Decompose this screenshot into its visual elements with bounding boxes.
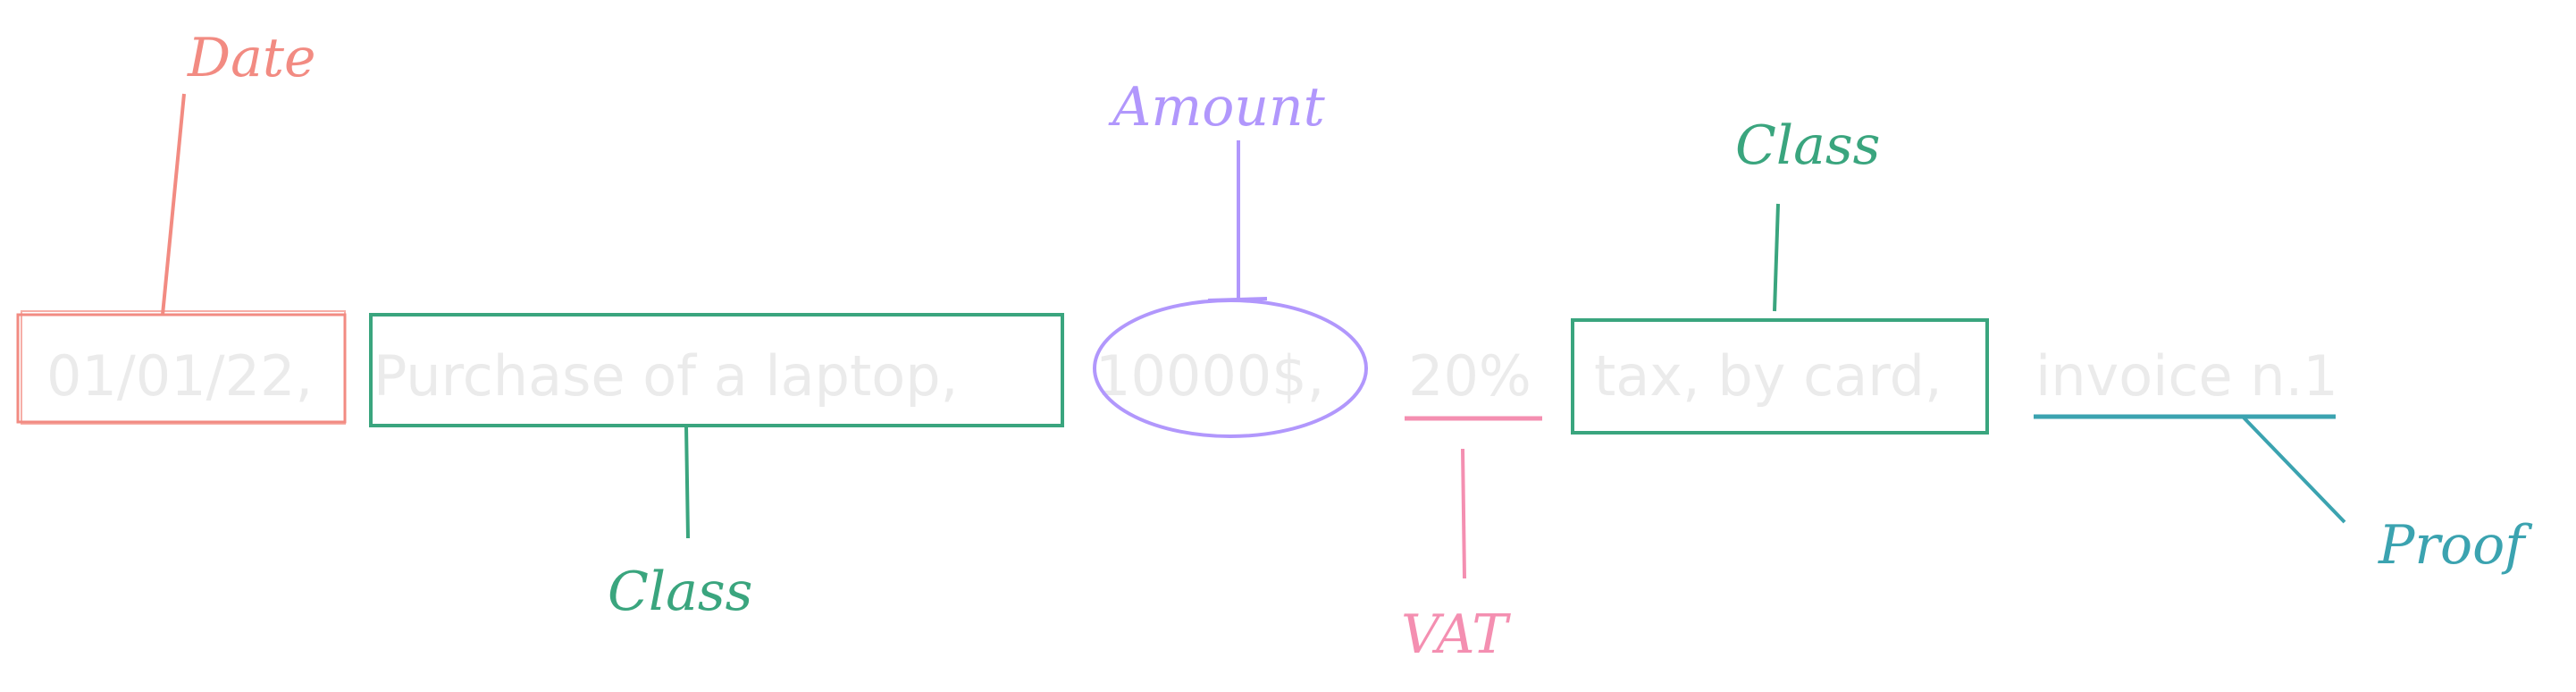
description-leader-line <box>684 425 690 539</box>
proof-annotation: Proof <box>2034 414 2533 577</box>
token-description: Purchase of a laptop, <box>373 343 958 409</box>
vat-annotation: VAT <box>1401 416 1542 666</box>
token-tax: tax, by card, <box>1594 343 1942 409</box>
amount-annotation: Amount <box>1093 76 1368 438</box>
date-annotation: Date <box>16 27 347 425</box>
token-proof: invoice n.1 <box>2035 343 2338 409</box>
description-box <box>369 313 1064 427</box>
tax-leader-line <box>1773 203 1780 312</box>
vat-leader-line <box>1461 448 1466 579</box>
proof-leader-line <box>2241 415 2346 524</box>
date-label: Date <box>187 27 316 89</box>
class-description-label: Class <box>608 561 752 623</box>
class-tax-annotation: Class <box>1571 114 1989 435</box>
date-leader-line <box>161 93 186 316</box>
token-vat: 20% <box>1408 343 1531 409</box>
class-description-annotation: Class <box>369 313 1064 623</box>
tax-box <box>1571 318 1989 435</box>
vat-label: VAT <box>1401 603 1511 666</box>
token-date: 01/01/22, <box>46 343 313 409</box>
amount-label: Amount <box>1108 76 1326 139</box>
proof-label: Proof <box>2378 514 2533 577</box>
class-tax-label: Class <box>1735 114 1880 177</box>
token-amount: 10000$, <box>1095 343 1324 409</box>
